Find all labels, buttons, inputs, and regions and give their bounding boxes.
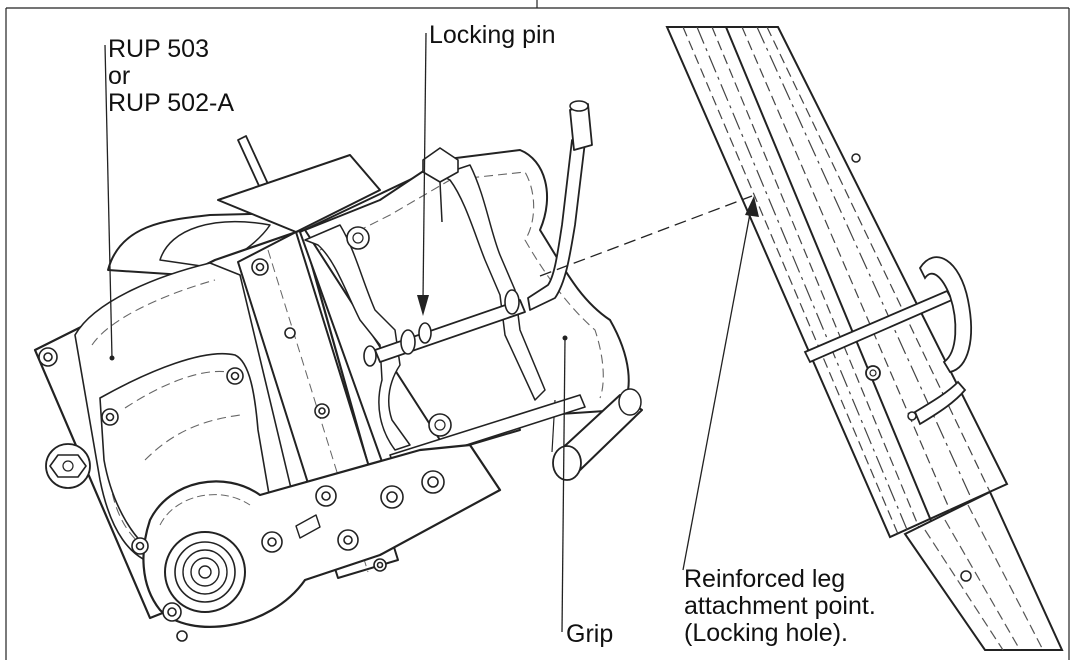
leg-lower-tube [903,490,1064,651]
winch-unit [33,100,643,642]
label-attachment-line3: (Locking hole). [684,619,848,647]
locking-hole-lower [960,570,972,582]
leader-locking-pin [422,32,427,301]
label-attachment-line2: attachment point. [684,592,876,620]
upper-tube-hole [851,153,861,163]
leg-tube [665,26,1064,651]
label-locking-pin-text: Locking pin [429,21,556,49]
label-grip-text: Grip [566,620,614,648]
frame [5,0,1070,660]
leader-lines [104,32,759,633]
label-unit-line2: or [108,62,131,90]
label-unit-line3: RUP 502-A [108,89,234,117]
label-attachment-point: Reinforced leg attachment point. (Lockin… [684,566,876,647]
alignment-dashed-line [539,195,753,277]
label-unit-model: RUP 503 or RUP 502-A [108,36,234,117]
leader-grip [561,337,566,633]
label-unit-line1: RUP 503 [108,35,209,63]
label-locking-pin: Locking pin [429,22,555,49]
label-grip: Grip [566,621,613,648]
leader-attachment [682,202,753,571]
leader-unit [104,44,113,359]
label-attachment-line1: Reinforced leg [684,565,846,593]
